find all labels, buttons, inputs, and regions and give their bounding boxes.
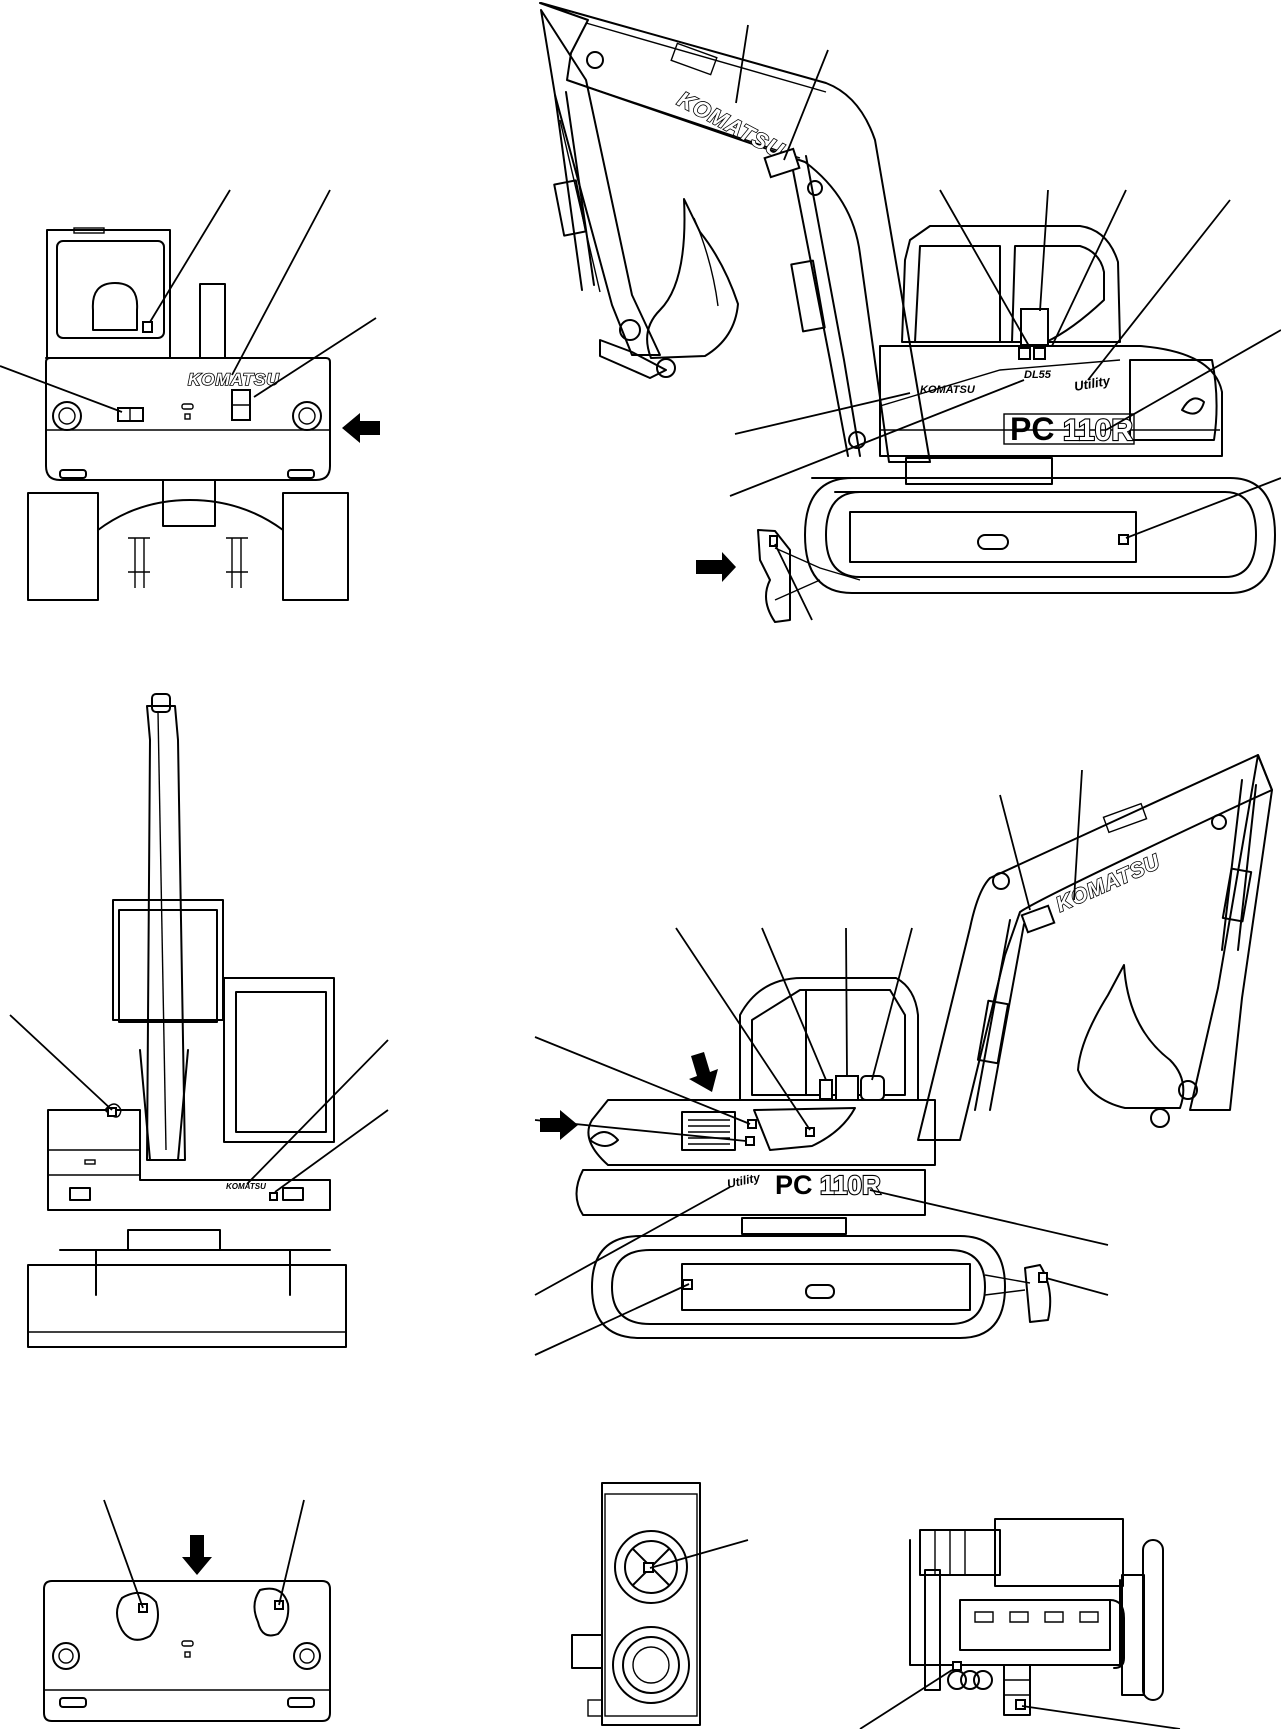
- top-arrow: [689, 1052, 718, 1092]
- rear-view: KOMATSU: [0, 189, 380, 601]
- utility-badge-bottom: Utility: [726, 1170, 763, 1191]
- model-number-top: 110R: [1063, 414, 1133, 447]
- blade-arrow: [696, 552, 736, 582]
- model-prefix-bottom: PC: [775, 1170, 813, 1200]
- engine-view: [859, 1518, 1181, 1729]
- battery-box-view: [571, 1482, 749, 1726]
- left-side-view: KOMATSU KOMATSU DL55 Utility PC 110R: [539, 2, 1281, 623]
- top-view-arrow: [182, 1535, 212, 1575]
- side-brand-label: KOMATSU: [920, 384, 976, 396]
- view-arrow: [342, 413, 380, 443]
- series-label: DL55: [1024, 369, 1052, 381]
- top-view: [43, 1499, 331, 1722]
- side-arrow: [540, 1110, 578, 1140]
- front-view: KOMATSU: [9, 693, 389, 1348]
- brand-logo: KOMATSU: [188, 370, 280, 389]
- right-side-view: KOMATSU Utility PC 110R: [534, 754, 1273, 1356]
- front-brand-label: KOMATSU: [226, 1182, 266, 1191]
- model-number-bottom: 110R: [820, 1170, 881, 1200]
- right-boom-brand-logo: KOMATSU: [1053, 850, 1164, 916]
- model-prefix-top: PC: [1010, 411, 1054, 447]
- utility-badge-top: Utility: [1073, 373, 1112, 394]
- boom-brand-logo: KOMATSU: [674, 86, 789, 163]
